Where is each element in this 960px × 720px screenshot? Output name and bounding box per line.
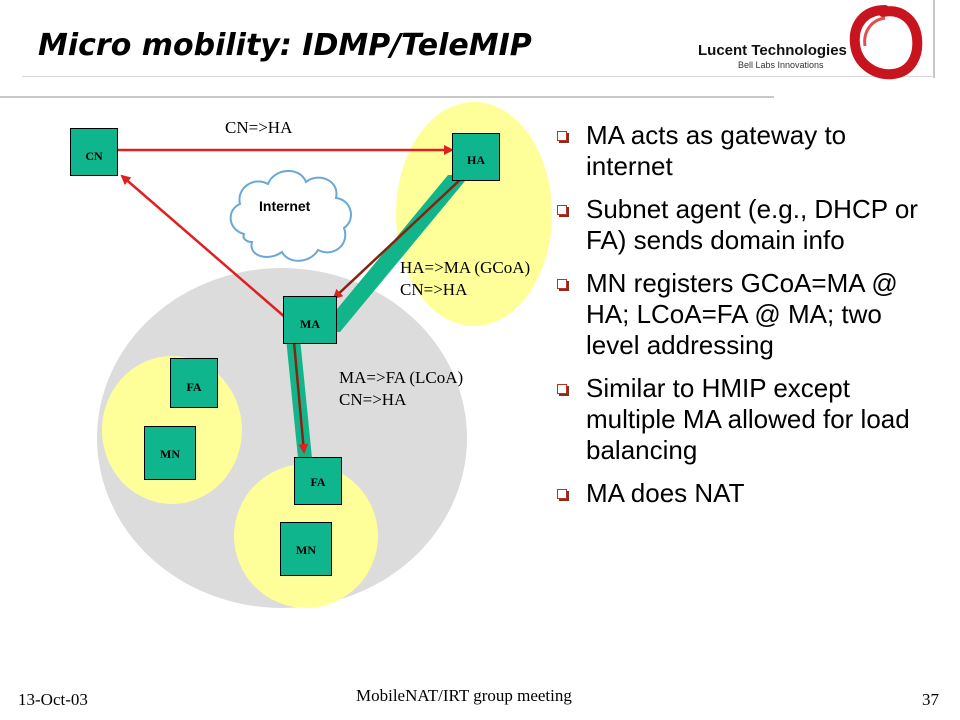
tunnel-ha-ma <box>318 175 470 332</box>
home-network <box>396 102 552 326</box>
slide-title: Micro mobility: IDMP/TeleMIP <box>38 28 532 63</box>
header-rule <box>0 96 774 98</box>
footer-date: 13-Oct-03 <box>18 690 88 709</box>
arrow-ma-cn <box>120 174 287 319</box>
node-cn: CN <box>70 128 118 176</box>
bullet-square-icon <box>557 279 567 289</box>
arrow-ha-ma <box>332 177 463 300</box>
bullet-list: MA acts as gateway to internet Subnet ag… <box>552 120 932 521</box>
internet-label: Internet <box>259 198 311 214</box>
header-rule-vertical <box>933 0 935 78</box>
label-ha-ma-line1: HA=>MA (GCoA) <box>400 258 531 277</box>
node-ha: HA <box>452 133 500 181</box>
bullet-square-icon <box>557 489 567 499</box>
internet-cloud <box>229 170 352 262</box>
node-fa-right: FA <box>294 457 342 505</box>
node-ma: MA <box>283 296 337 344</box>
bullet-item: MA acts as gateway to internet <box>552 120 932 182</box>
bullet-item: Similar to HMIP except multiple MA allow… <box>552 373 932 466</box>
header-rule-right <box>22 76 934 77</box>
label-ha-ma-line2: CN=>HA <box>400 280 468 299</box>
label-ma-fa-line1: MA=>FA (LCoA) <box>339 368 464 387</box>
logo-wordmark: Lucent Technologies <box>698 42 847 59</box>
node-mn-left: MN <box>144 426 196 480</box>
bullet-item: MN registers GCoA=MA @ HA; LCoA=FA @ MA;… <box>552 268 932 361</box>
bullet-square-icon <box>557 205 567 215</box>
arrow-ma-fa <box>292 341 309 454</box>
node-fa-left: FA <box>170 358 218 408</box>
bullet-item: Subnet agent (e.g., DHCP or FA) sends do… <box>552 194 932 256</box>
node-mn-right: MN <box>280 522 332 576</box>
logo-tagline: Bell Labs Innovations <box>738 60 824 70</box>
label-cn-ha: CN=>HA <box>225 118 293 137</box>
label-ma-fa-line2: CN=>HA <box>339 390 407 409</box>
footer-page-number: 37 <box>922 690 939 709</box>
bullet-item: MA does NAT <box>552 478 932 509</box>
footer-title: MobileNAT/IRT group meeting <box>356 686 572 705</box>
bullet-square-icon <box>557 131 567 141</box>
bullet-square-icon <box>557 384 567 394</box>
lucent-ring-logo <box>849 5 923 80</box>
